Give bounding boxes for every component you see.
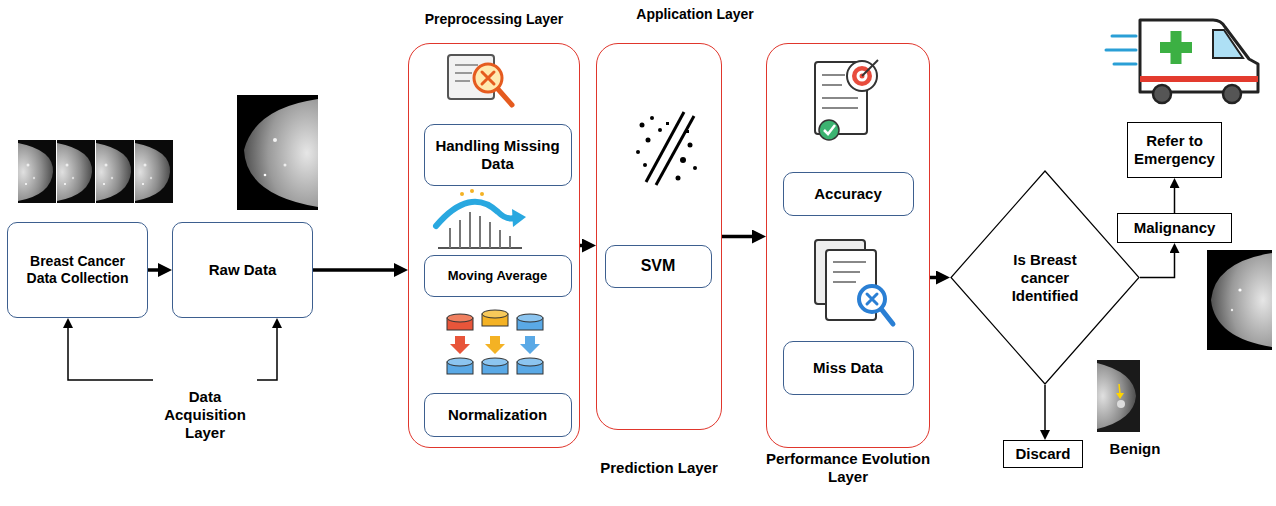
box-text: Discard [1015, 445, 1070, 463]
layer-heading: Prediction Layer [567, 459, 751, 477]
result-label: Benign [1103, 440, 1167, 458]
svm-icon [636, 112, 697, 185]
flow-arrow [148, 268, 165, 272]
flow-arrow [1174, 183, 1176, 213]
process-box: Handling Missing Data [424, 124, 572, 186]
box-text: Malignancy [1134, 219, 1216, 237]
box-text: Miss Data [813, 359, 883, 377]
layer-heading: Performance Evolution Layer [752, 450, 944, 486]
flow-arrow [722, 235, 759, 239]
box-text: Breast Cancer Data Collection [14, 253, 141, 287]
miss-data-icon [815, 240, 893, 324]
process-box: Accuracy [783, 172, 914, 216]
mammogram-image [237, 95, 318, 210]
process-box: SVM [605, 245, 712, 288]
process-box: Breast Cancer Data Collection [7, 222, 148, 318]
leader-line [68, 323, 153, 380]
flow-arrow [580, 244, 589, 248]
box-text: Normalization [448, 406, 547, 424]
missing-data-icon [448, 55, 512, 105]
box-text: Refer to Emergency [1134, 132, 1215, 168]
process-box: Normalization [424, 393, 572, 437]
box-text: Handling Missing Data [431, 137, 565, 173]
flow-arrow [930, 276, 943, 280]
layer-panel: Prediction LayerSVM [596, 43, 722, 430]
box-text: Moving Average [448, 268, 547, 284]
accuracy-icon [815, 60, 878, 140]
layer-panel: Performance Evolution LayerAccuracyMiss … [766, 43, 930, 448]
box-text: SVM [641, 256, 676, 275]
process-box: Miss Data [783, 341, 914, 395]
mammogram-strip [18, 140, 173, 203]
flow-arrow [1140, 248, 1175, 278]
result-box: Malignancy [1117, 213, 1232, 243]
mammogram-image [1207, 250, 1272, 350]
ambulance-icon [1106, 20, 1258, 103]
leader-line [257, 323, 277, 380]
action-box: Refer to Emergency [1127, 122, 1222, 178]
action-box: Discard [1003, 440, 1083, 468]
flow-arrow [313, 268, 401, 272]
process-box: Raw Data [172, 222, 313, 318]
layer-label: Application Layer [595, 6, 795, 23]
layer-label: Data Acquisition Layer [158, 388, 252, 442]
normalization-icon [447, 310, 543, 374]
box-text: Is Breast cancer Identified [990, 251, 1100, 305]
box-text: Raw Data [209, 261, 277, 279]
layer-panel: Preprocessing LayerHandling Missing Data… [408, 43, 580, 448]
moving-average-icon [436, 189, 526, 248]
box-text: Accuracy [814, 185, 882, 203]
layer-heading: Preprocessing Layer [379, 11, 609, 28]
flow-arrow [1044, 385, 1046, 435]
mammogram-image [1097, 360, 1140, 432]
process-box: Moving Average [424, 255, 572, 297]
decision-diamond: Is Breast cancer Identified [950, 170, 1140, 385]
